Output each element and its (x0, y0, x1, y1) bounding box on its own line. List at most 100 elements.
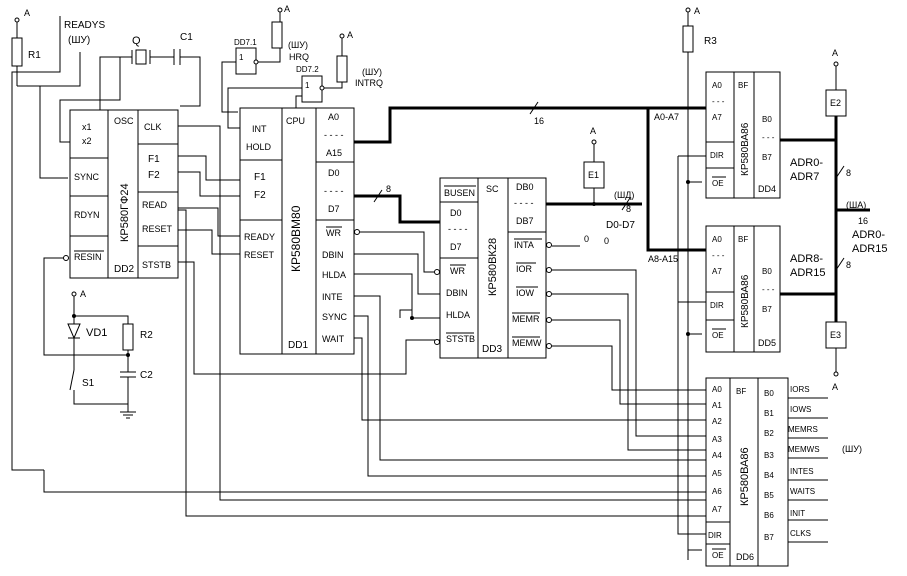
svg-text:WR: WR (450, 266, 465, 276)
svg-text:B7: B7 (762, 305, 772, 314)
svg-text:CLK: CLK (144, 122, 162, 132)
e3-label: E3 (830, 330, 841, 340)
svg-text:- - - -: - - - - (448, 224, 468, 234)
svg-text:ADR15: ADR15 (790, 267, 825, 279)
r1-resistor (11, 37, 23, 67)
svg-text:D0: D0 (450, 208, 462, 218)
svg-text:B0: B0 (762, 115, 772, 124)
svg-text:- - - -: - - - - (324, 186, 344, 196)
dd71-gate: DD7.1 1 A (ШУ) HRQ (221, 4, 309, 113)
svg-text:MEMWS: MEMWS (788, 445, 820, 454)
svg-text:ADR8-: ADR8- (790, 253, 823, 265)
hrq-bus-label: (ШУ) (288, 40, 308, 50)
a0a7-label: A0-A7 (654, 112, 679, 122)
r1-resistor-group: A R1 (11, 8, 81, 179)
svg-text:HLDA: HLDA (322, 270, 346, 280)
hrq-label: HRQ (289, 52, 309, 62)
svg-text:STSTB: STSTB (142, 260, 171, 270)
svg-text:A: A (284, 4, 290, 14)
r3-resistor (682, 25, 694, 53)
bus-8-label: 8 (386, 184, 391, 194)
dd5-chip: BF A0 - - - A7 DIR OE КР580ВА86 DD5 B0 -… (705, 225, 836, 353)
dd2-chip: OSC x1 x2 SYNC RDYN RESIN CLK F1 F2 READ… (63, 109, 179, 279)
dd5-name: DD5 (758, 338, 776, 348)
svg-text:D7: D7 (328, 204, 340, 214)
svg-text:D7: D7 (450, 242, 462, 252)
svg-text:- - -: - - - (712, 251, 725, 260)
dd6-chip: BF A0 A1 A2 A3 A4 A5 A6 A7 DIR OE КР580В… (705, 377, 862, 567)
svg-text:DB0: DB0 (516, 182, 534, 192)
svg-text:READ: READ (142, 200, 168, 210)
svg-text:A0: A0 (712, 81, 722, 90)
svg-text:OE: OE (712, 551, 724, 560)
r1-label: R1 (28, 50, 41, 61)
svg-text:F1: F1 (148, 154, 160, 165)
svg-text:A7: A7 (712, 267, 722, 276)
c1-label: C1 (180, 32, 193, 43)
vd1-label: VD1 (86, 327, 107, 339)
svg-text:16: 16 (858, 216, 868, 226)
svg-text:RESET: RESET (142, 224, 173, 234)
svg-text:DBIN: DBIN (446, 288, 468, 298)
power-label: A (24, 8, 30, 18)
intrq-bus-label: (ШУ) (362, 67, 382, 77)
svg-text:READY: READY (244, 232, 275, 242)
svg-text:B2: B2 (764, 429, 774, 438)
svg-text:A: A (832, 48, 838, 58)
e1-element: A E1 (583, 126, 605, 206)
svg-text:A: A (832, 382, 838, 392)
address-bus: 16 A0-A7 A8-A15 (354, 101, 706, 264)
svg-text:D0: D0 (328, 168, 340, 178)
svg-text:B0: B0 (762, 267, 772, 276)
svg-text:x2: x2 (82, 136, 92, 146)
svg-text:RESIN: RESIN (74, 252, 102, 262)
bus-16-label: 16 (534, 116, 544, 126)
svg-text:B3: B3 (764, 451, 774, 460)
dd2-name: DD2 (114, 264, 134, 275)
svg-text:CPU: CPU (286, 116, 305, 126)
svg-text:B4: B4 (764, 471, 774, 480)
svg-text:IORS: IORS (790, 385, 810, 394)
svg-text:A: A (347, 30, 353, 40)
dd72-gate: DD7.2 1 A (ШУ) INTRQ (227, 30, 383, 129)
readys-bus-label: (ШУ) (68, 35, 90, 46)
svg-text:INTES: INTES (790, 467, 814, 476)
svg-text:1: 1 (239, 53, 244, 62)
adr015-label: ADR0- (852, 229, 885, 241)
svg-text:B0: B0 (764, 389, 774, 398)
svg-text:F2: F2 (148, 170, 160, 181)
dd2-osc: OSC (114, 116, 134, 126)
svg-text:INIT: INIT (790, 509, 805, 518)
svg-text:A7: A7 (712, 113, 722, 122)
svg-text:RESET: RESET (244, 250, 275, 260)
a8a15-label: A8-A15 (648, 254, 678, 264)
svg-text:B5: B5 (764, 491, 774, 500)
quartz-label: Q (132, 35, 141, 47)
power-terminal (14, 17, 20, 23)
svg-text:CLKS: CLKS (790, 529, 811, 538)
svg-text:OE: OE (712, 331, 724, 340)
quartz-crystal (135, 49, 147, 65)
svg-text:ADR0-: ADR0- (790, 157, 823, 169)
svg-text:WAIT: WAIT (322, 334, 345, 344)
svg-text:DIR: DIR (708, 531, 722, 540)
svg-text:BF: BF (738, 81, 748, 90)
svg-text:1: 1 (305, 81, 310, 90)
dd3-name: DD3 (482, 344, 502, 355)
svg-text:A: A (694, 6, 700, 16)
svg-text:B7: B7 (764, 533, 774, 542)
dd71-label: DD7.1 (234, 38, 257, 47)
svg-text:A7: A7 (712, 505, 722, 514)
e2-label: E2 (830, 98, 841, 108)
svg-text:IOW: IOW (516, 288, 535, 298)
shd-label: (ШД) (614, 190, 634, 200)
svg-text:RDYN: RDYN (74, 210, 100, 220)
svg-text:SYNC: SYNC (322, 312, 348, 322)
svg-text:WAITS: WAITS (790, 487, 815, 496)
svg-text:INTA: INTA (514, 240, 534, 250)
svg-text:DIR: DIR (710, 301, 724, 310)
svg-text:- - -: - - - (762, 133, 775, 142)
svg-text:ADR15: ADR15 (852, 243, 887, 255)
svg-text:A5: A5 (712, 469, 722, 478)
svg-text:HOLD: HOLD (246, 142, 272, 152)
